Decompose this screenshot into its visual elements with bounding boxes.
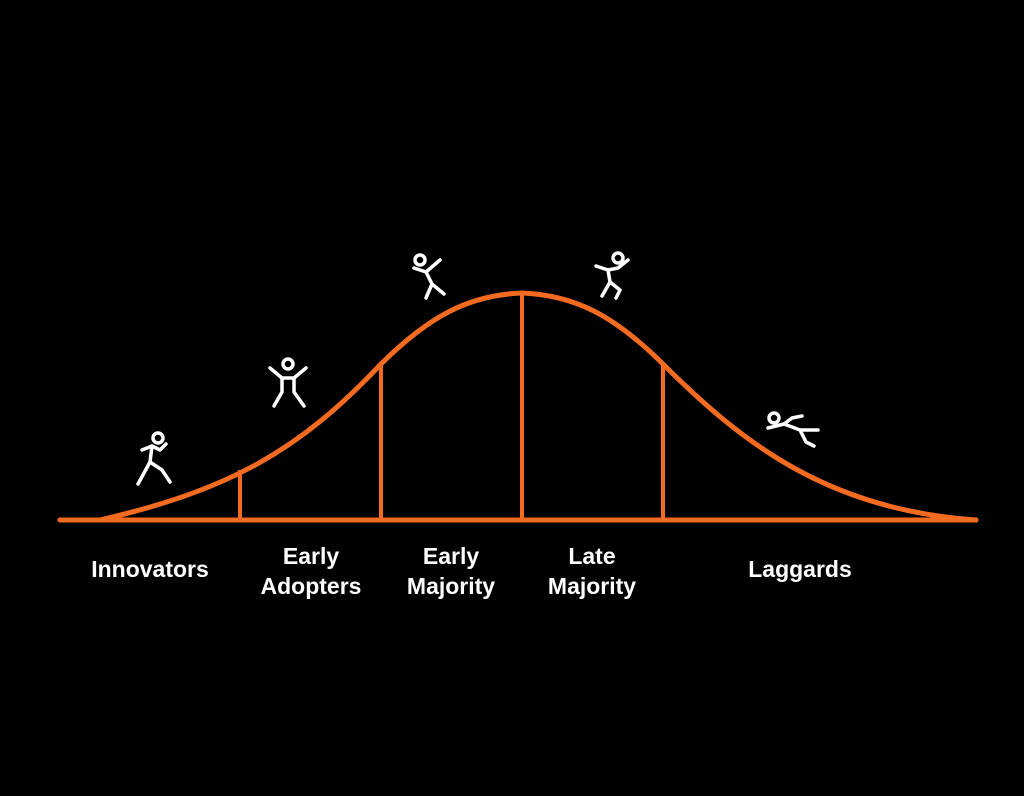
segment-label-early-majority: Early Majority (406, 543, 496, 599)
segment-label-late-majority: Late Majority (547, 543, 637, 599)
jumping-person-icon (268, 357, 308, 408)
segment-label-early-adopters: Early Adopters (260, 543, 362, 599)
segment-label-laggards: Laggards (748, 556, 852, 582)
bell-curve (97, 290, 979, 523)
crawling-person-icon (766, 411, 820, 448)
jumping-person-icon (594, 251, 630, 300)
running-person-icon (136, 431, 172, 486)
segment-label-innovators: Innovators (91, 556, 209, 582)
leaping-person-icon (412, 253, 446, 300)
